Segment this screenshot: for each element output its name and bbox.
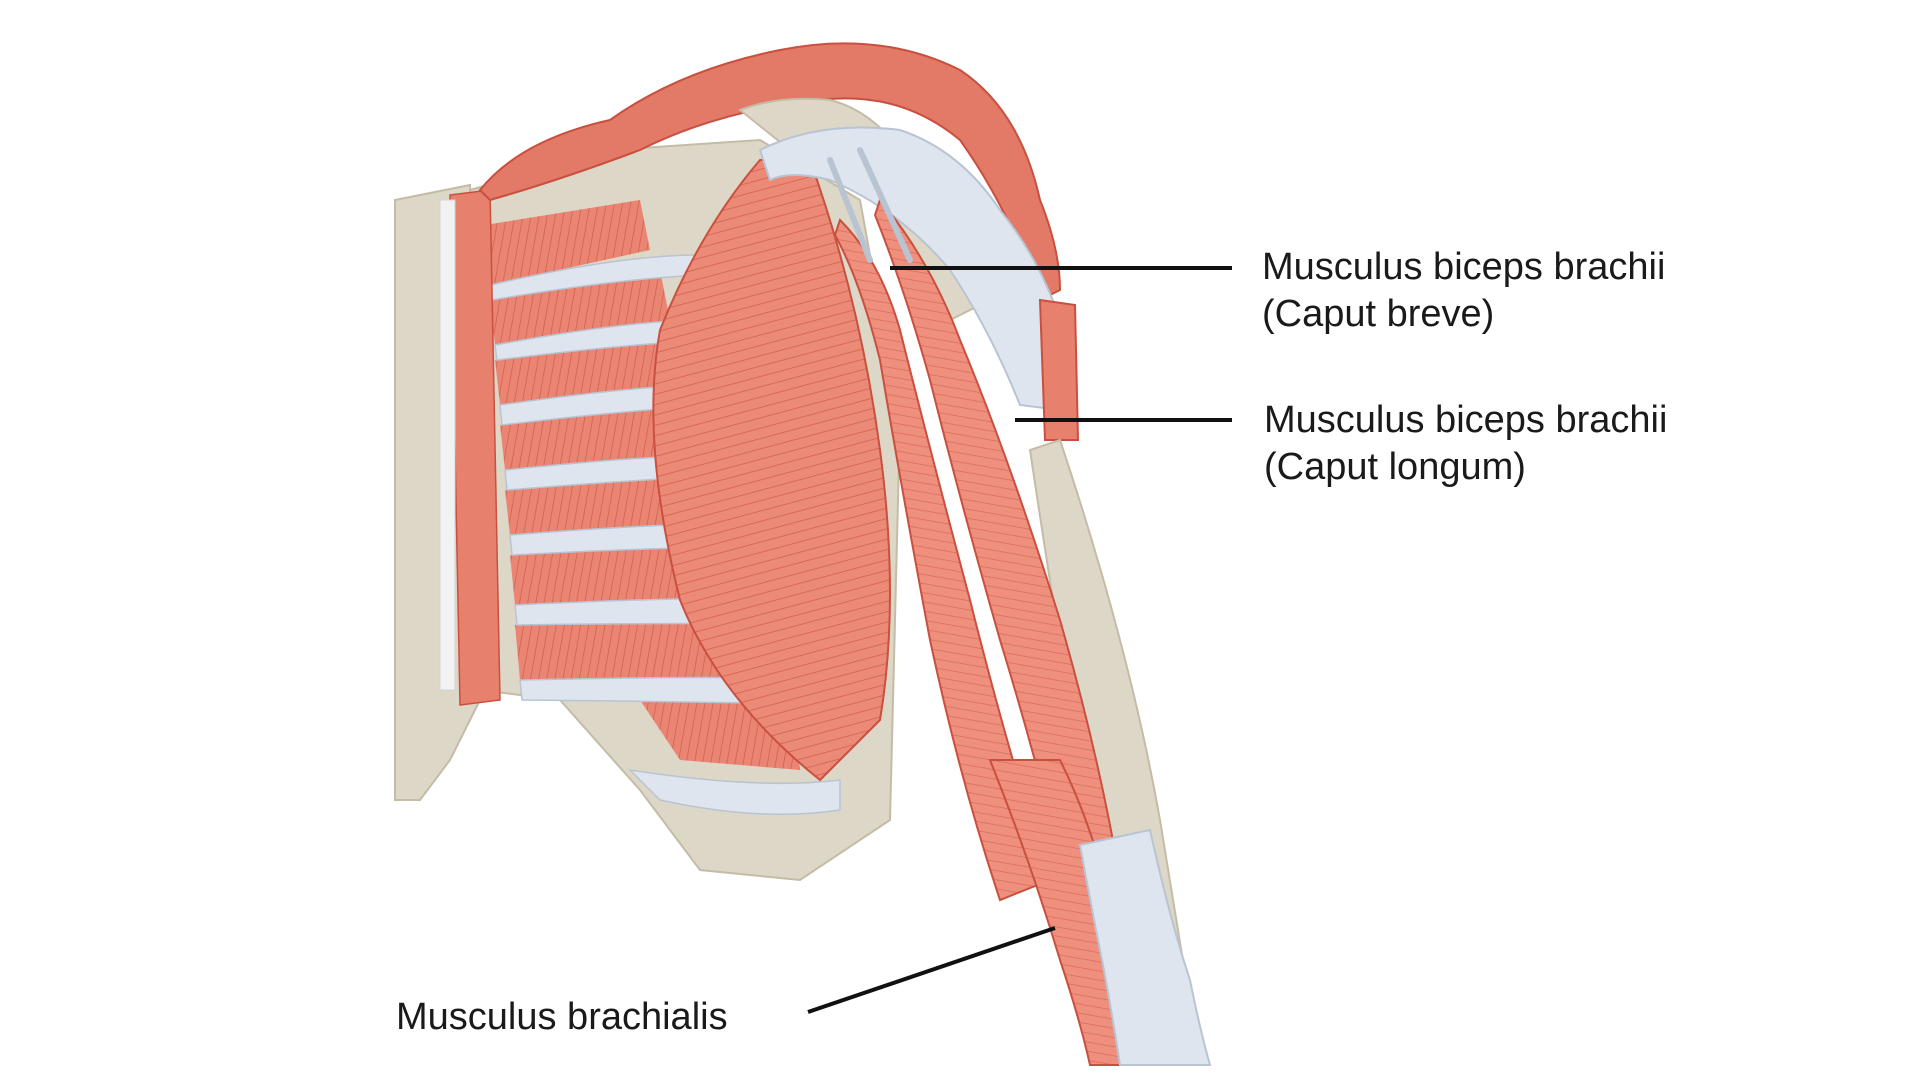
label-biceps-long-line1: Musculus biceps brachii xyxy=(1264,399,1668,441)
label-biceps-long-line2: (Caput longum) xyxy=(1264,446,1526,488)
deltoid-trapezius-top xyxy=(478,42,1062,302)
costal-cartilage xyxy=(449,189,501,706)
label-biceps-long-head: Musculus biceps brachii (Caput longum) xyxy=(1264,397,1667,491)
label-brachialis-line1: Musculus brachialis xyxy=(396,996,728,1038)
biceps-distal-tendon xyxy=(1078,828,1212,1066)
leader-line-brachialis xyxy=(807,926,1056,1014)
biceps-short-head-muscle xyxy=(833,218,1052,902)
label-biceps-short-line1: Musculus biceps brachii xyxy=(1262,246,1666,288)
label-biceps-short-head: Musculus biceps brachii (Caput breve) xyxy=(1262,244,1665,338)
label-brachialis: Musculus brachialis xyxy=(396,994,728,1041)
humerus-cut xyxy=(1038,298,1080,441)
label-biceps-short-line2: (Caput breve) xyxy=(1262,293,1495,335)
proximal-tendons xyxy=(827,147,913,263)
pectoralis-minor-muscle xyxy=(652,159,891,782)
